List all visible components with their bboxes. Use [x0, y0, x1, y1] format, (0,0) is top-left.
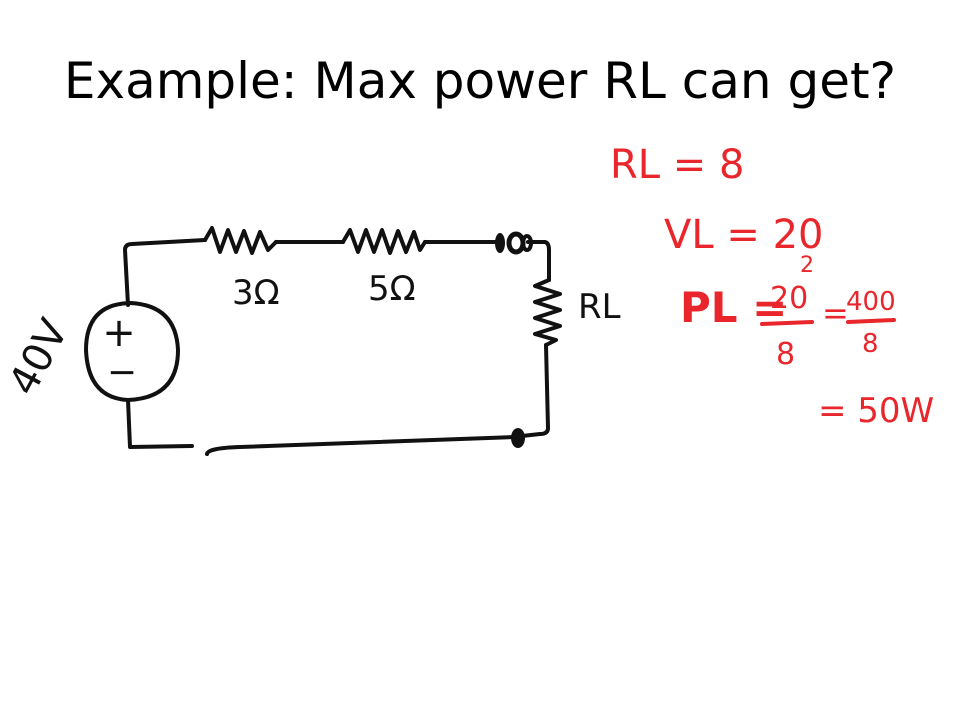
terminal-top	[495, 231, 533, 255]
annotation-equals: =	[822, 294, 849, 332]
wire-bottom	[205, 435, 517, 456]
resistor-1	[203, 226, 278, 255]
annotation-frac1-numerator: 20	[770, 281, 808, 316]
fraction-bar-2	[846, 318, 896, 324]
source-plus-sign: +	[102, 310, 136, 356]
resistor-1-label: 3Ω	[232, 273, 280, 313]
load-resistor-label: RL	[578, 287, 621, 327]
annotations: RL = 8 VL = 20 2 PL = 20 8 = 400 8 = 50W	[610, 142, 934, 431]
wire-top-left	[123, 238, 207, 307]
annotation-frac2-numerator: 400	[846, 287, 896, 317]
resistor-2-label: 5Ω	[368, 269, 416, 309]
voltage-source-circle	[84, 301, 180, 402]
terminal-bottom	[511, 428, 525, 448]
annotation-rl-value: RL = 8	[610, 142, 744, 188]
annotation-fraction-bars	[760, 318, 896, 326]
resistor-load	[533, 278, 562, 347]
annotation-frac2-denominator: 8	[862, 329, 879, 359]
wire-right-upper	[526, 240, 551, 282]
wire-right-lower	[520, 343, 550, 438]
fraction-bar-1	[760, 320, 814, 326]
source-minus-sign: −	[107, 352, 137, 393]
wire-bottom-left	[126, 398, 194, 449]
annotation-vl-value: VL = 20	[664, 212, 824, 258]
annotation-result: = 50W	[818, 391, 934, 431]
circuit-wires	[123, 238, 551, 456]
source-voltage-label: 40V	[0, 311, 78, 402]
annotation-exponent: 2	[800, 253, 814, 278]
annotation-frac1-denominator: 8	[776, 337, 795, 372]
resistor-2	[341, 228, 427, 255]
slide-title: Example: Max power RL can get?	[63, 52, 897, 110]
